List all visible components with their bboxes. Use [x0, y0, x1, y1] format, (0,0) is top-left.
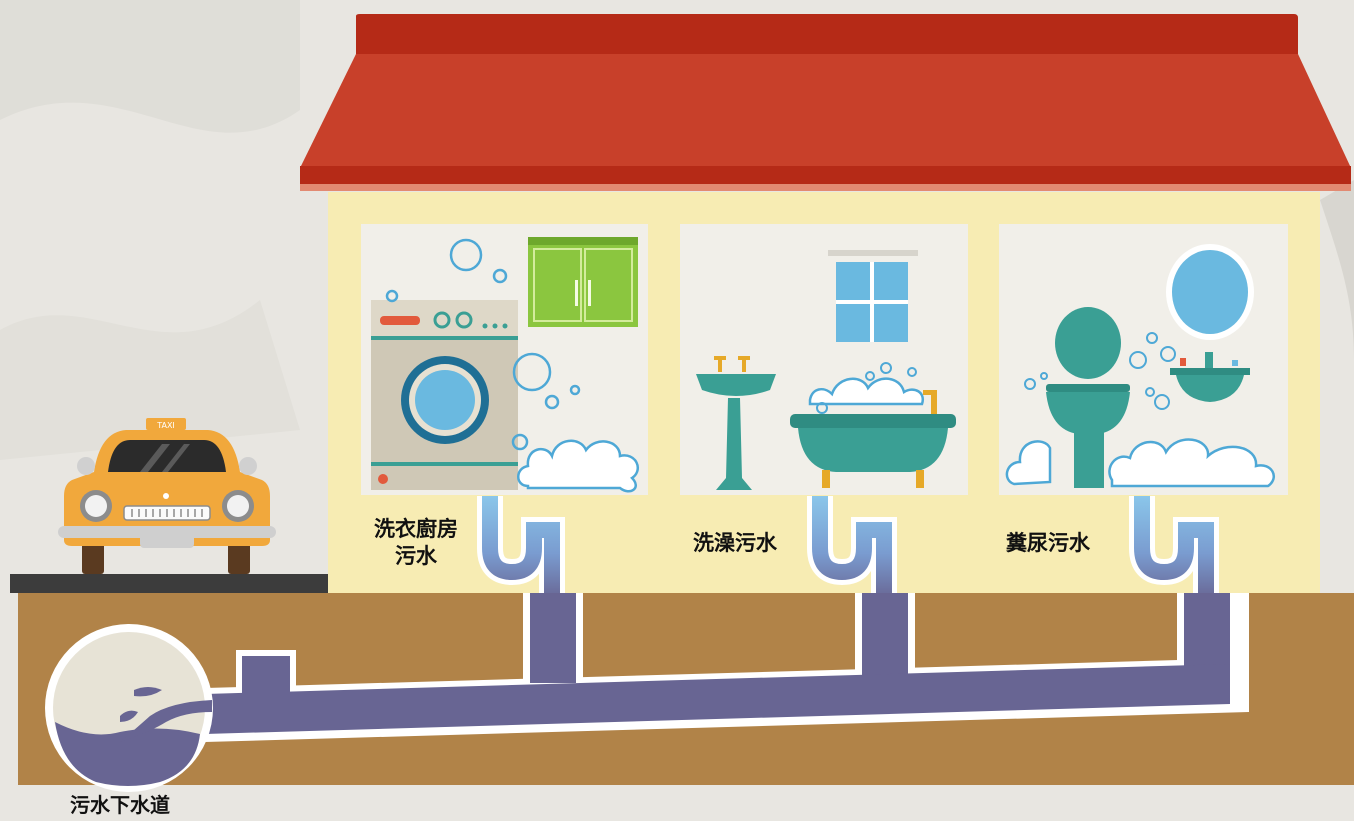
room-laundry-kitchen	[361, 224, 648, 495]
bubbles	[385, 238, 581, 451]
toilet	[1046, 307, 1130, 488]
house-roof	[300, 14, 1351, 191]
bathroom-sink	[696, 356, 776, 490]
road	[10, 574, 328, 593]
toilet-sink	[1170, 352, 1250, 402]
drain-pipes	[477, 496, 1219, 600]
bath-bubbles	[816, 362, 917, 414]
toilet-foam	[1005, 438, 1275, 488]
foam	[517, 439, 639, 493]
sewer-pipes	[205, 593, 1249, 742]
bathroom-mirror	[1166, 244, 1254, 340]
bathroom-window	[828, 250, 918, 342]
kitchen-cabinet	[528, 237, 638, 327]
room-toilet	[999, 224, 1288, 495]
taxi: TAXI	[58, 418, 276, 574]
room-bath	[680, 224, 968, 495]
label-toilet-sewage: 糞尿污水	[1006, 531, 1090, 555]
bathtub	[790, 377, 956, 488]
toilet-bubbles	[1024, 332, 1176, 410]
label-sewer: 污水下水道	[70, 793, 170, 817]
label-bath-sewage: 洗澡污水	[693, 531, 777, 555]
washing-machine	[371, 300, 518, 490]
sewer-chamber	[45, 624, 213, 792]
taxi-sign: TAXI	[156, 421, 175, 430]
label-laundry-kitchen-sewage: 洗衣廚房 污水	[374, 517, 458, 568]
